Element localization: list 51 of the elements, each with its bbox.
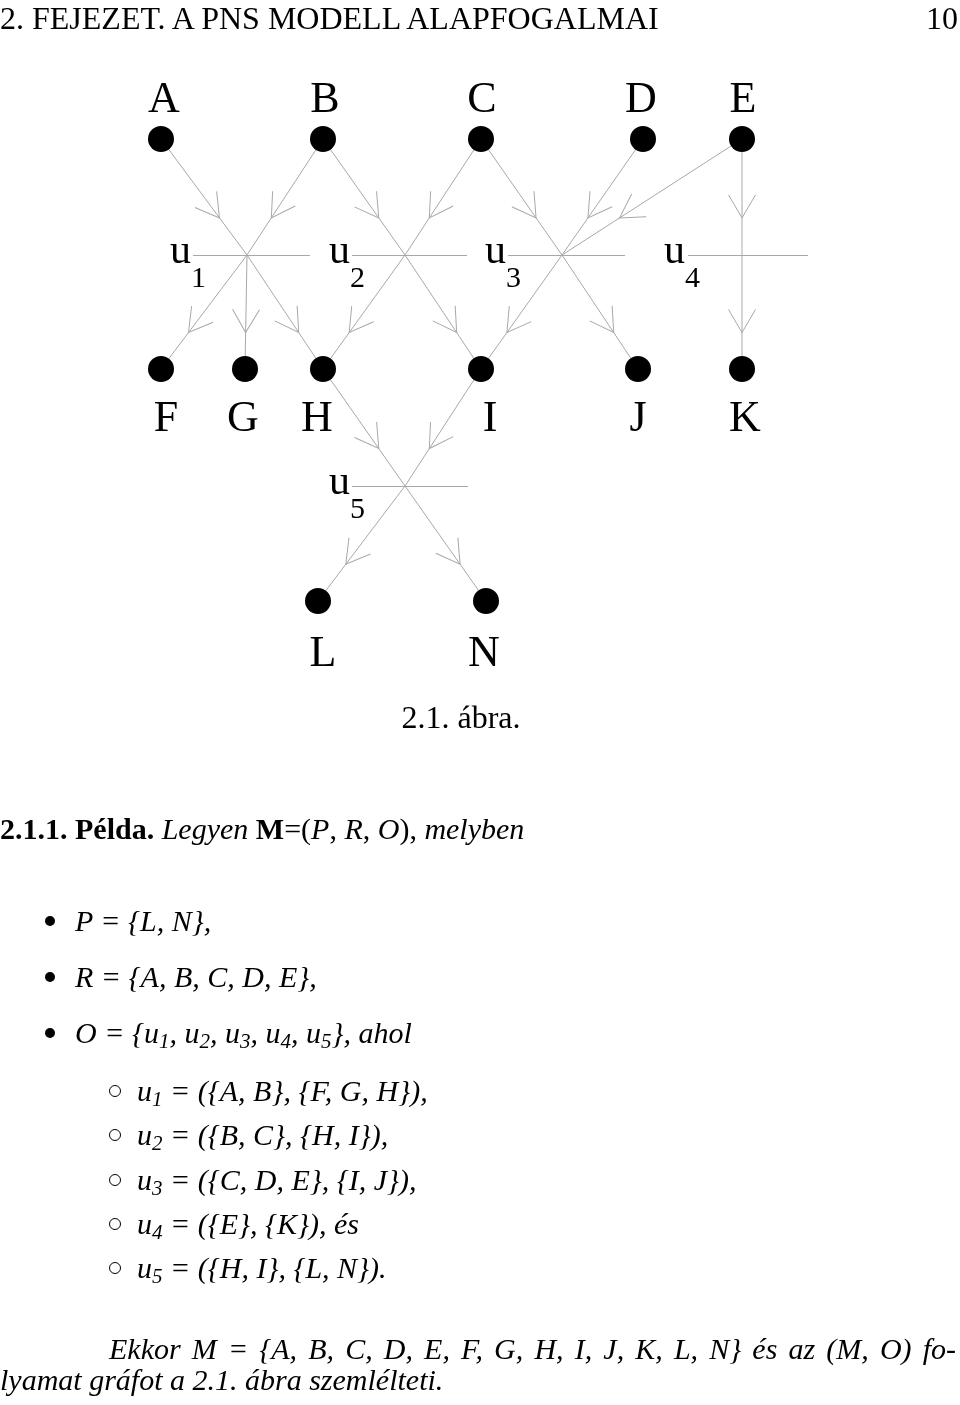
arrow (246, 149, 317, 256)
arrow (404, 485, 479, 591)
unit-label: u$_{5}$ (329, 459, 365, 526)
unit-label: u$_{1}$ (170, 228, 206, 295)
unit-label: u$_{2}$ (329, 228, 365, 295)
node-label: H (301, 395, 333, 439)
list-item: R = {A, B, C, D, E}, (75, 960, 317, 994)
arrow (561, 254, 632, 359)
arrow (232, 254, 261, 357)
page-number: 10 (925, 0, 958, 36)
arrow (404, 149, 475, 256)
list-item: u$_{2}$ = ({B, C}, {H, I}), (137, 1118, 389, 1152)
node-label: A (148, 76, 180, 120)
node-label: F (153, 395, 179, 439)
unit-label: u$_{4}$ (664, 228, 700, 295)
page-header: 2. FEJEZET. A PNS MODELL ALAPFOGALMAI (0, 0, 659, 36)
list-item: O = {u$_{1}$, u$_{2}$, u$_{3}$, u$_{4}$, u$_{5}$}, ahol (75, 1016, 412, 1050)
arrow (330, 149, 406, 256)
arrow (404, 254, 475, 359)
node-label: I (482, 395, 498, 439)
node-label: D (625, 76, 657, 120)
node-label: B (310, 76, 340, 120)
arrow (246, 254, 317, 359)
node-label: E (729, 76, 757, 120)
node-label: C (467, 76, 497, 120)
list-item: u$_{4}$ = ({E}, {K}), és (137, 1207, 360, 1241)
arrow (168, 254, 248, 360)
list-item: u$_{5}$ = ({H, I}, {L, N}). (137, 1251, 387, 1285)
arrow (404, 379, 475, 487)
arrow (488, 254, 563, 359)
arrow (561, 149, 637, 256)
node-label: G (227, 395, 259, 439)
node-label: J (629, 395, 647, 439)
arrow (168, 148, 248, 256)
list-item: P = {L, N}, (75, 904, 212, 938)
arrow (487, 149, 563, 256)
arrow (728, 151, 756, 256)
arrow (325, 485, 406, 592)
node-label: L (309, 630, 337, 674)
example-intro: 2.1.1. Példa. Legyen M=(P, R, O), melyben (0, 812, 525, 846)
arrow (561, 145, 732, 256)
figure-caption: 2.1. ábra. (401, 698, 521, 736)
arrow (329, 379, 406, 487)
list-item: u$_{1}$ = ({A, B}, {F, G, H}), (137, 1074, 428, 1108)
node-label: N (468, 630, 500, 674)
arrow (330, 254, 406, 359)
paragraph: Ekkor M = {A, B, C, D, E, F, G, H, I, J, K, L, N} és az (M, O) fo- lyamat gráfot a 2.1. ábra szemlélteti. (0, 1333, 956, 1395)
unit-label: u$_{3}$ (485, 228, 521, 295)
node-label: K (729, 395, 761, 439)
arrow (728, 254, 756, 357)
list-item: u$_{3}$ = ({C, D, E}, {I, J}), (137, 1163, 417, 1197)
